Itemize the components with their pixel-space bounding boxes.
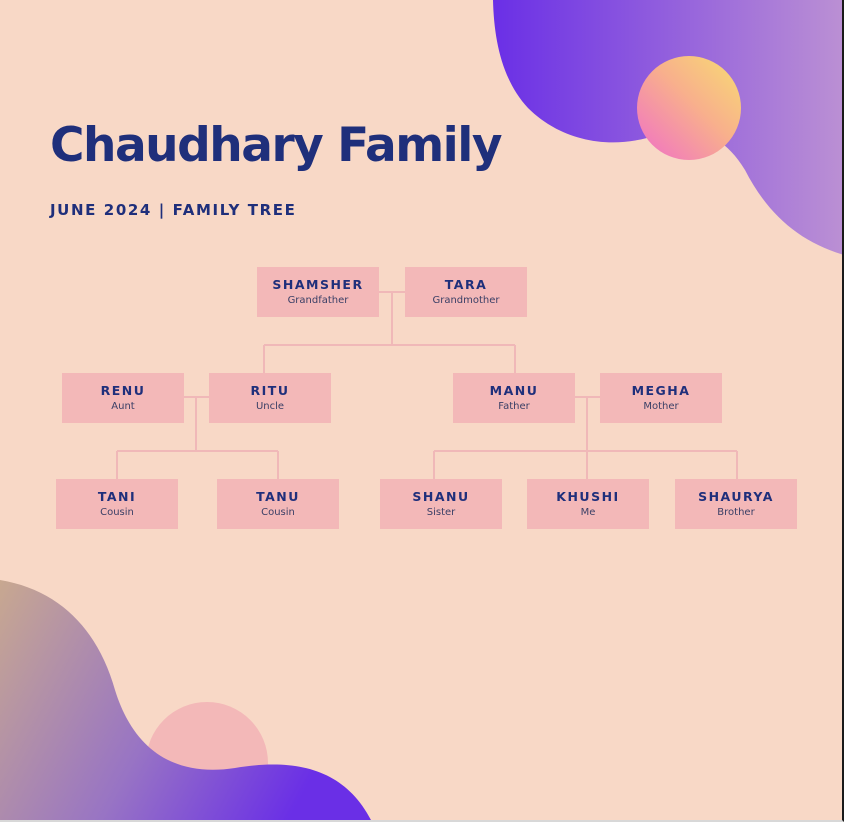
person-name: KHUSHI bbox=[556, 488, 620, 504]
person-role: Sister bbox=[426, 506, 456, 518]
page-title: Chaudhary Family bbox=[50, 118, 503, 173]
page-subtitle: JUNE 2024 | FAMILY TREE bbox=[50, 201, 297, 219]
person-name: SHAMSHER bbox=[272, 276, 364, 292]
person-name: TANI bbox=[97, 488, 137, 504]
bottom-left-blob bbox=[0, 580, 371, 820]
person-name: TARA bbox=[444, 276, 488, 292]
person-card-ritu: RITU Uncle bbox=[209, 373, 331, 423]
person-role: Cousin bbox=[261, 506, 295, 518]
person-role: Me bbox=[580, 506, 596, 518]
person-name: MEGHA bbox=[631, 382, 691, 398]
person-role: Mother bbox=[643, 400, 679, 412]
person-name: RITU bbox=[250, 382, 290, 398]
person-card-shanu: SHANU Sister bbox=[380, 479, 502, 529]
person-name: SHANU bbox=[412, 488, 470, 504]
person-role: Aunt bbox=[111, 400, 135, 412]
person-role: Cousin bbox=[100, 506, 134, 518]
person-card-khushi: KHUSHI Me bbox=[527, 479, 649, 529]
person-card-megha: MEGHA Mother bbox=[600, 373, 722, 423]
person-role: Grandmother bbox=[432, 294, 500, 306]
person-role: Father bbox=[498, 400, 530, 412]
person-card-manu: MANU Father bbox=[453, 373, 575, 423]
person-name: TANU bbox=[256, 488, 300, 504]
person-name: SHAURYA bbox=[698, 488, 774, 504]
gradient-orb bbox=[637, 56, 741, 160]
person-name: MANU bbox=[489, 382, 539, 398]
person-role: Uncle bbox=[255, 400, 285, 412]
person-card-renu: RENU Aunt bbox=[62, 373, 184, 423]
person-role: Grandfather bbox=[287, 294, 349, 306]
person-card-tanu: TANU Cousin bbox=[217, 479, 339, 529]
person-card-shaurya: SHAURYA Brother bbox=[675, 479, 797, 529]
person-card-tara: TARA Grandmother bbox=[405, 267, 527, 317]
person-role: Brother bbox=[717, 506, 755, 518]
person-card-tani: TANI Cousin bbox=[56, 479, 178, 529]
person-name: RENU bbox=[100, 382, 146, 398]
person-card-shamsher: SHAMSHER Grandfather bbox=[257, 267, 379, 317]
